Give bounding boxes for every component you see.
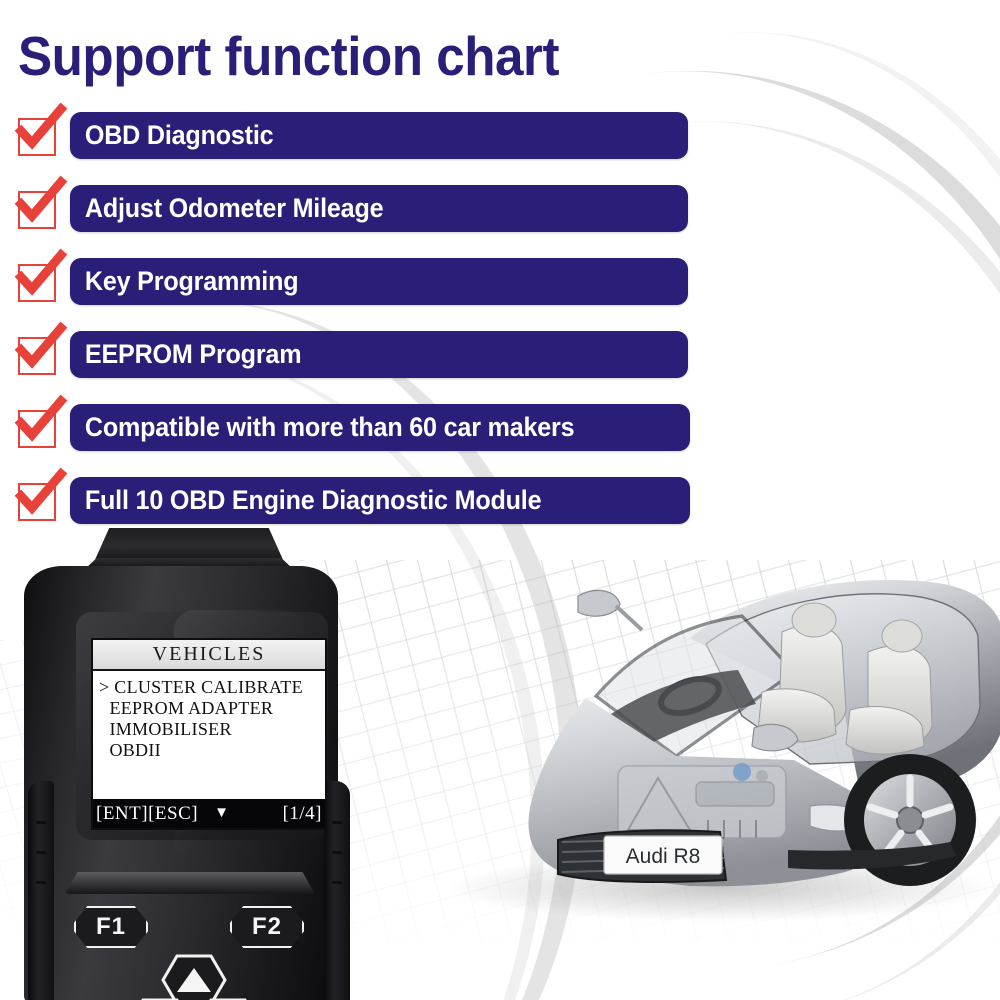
lcd-menu-list: > CLUSTER CALIBRATE >EEPROM ADAPTER >IMM…: [93, 671, 325, 761]
dpad: [129, 954, 259, 1000]
lcd-softkey-labels[interactable]: [ENT][ESC]: [96, 802, 199, 824]
lcd-menu-item[interactable]: >EEPROM ADAPTER: [99, 698, 325, 719]
checkbox-checked-icon[interactable]: [14, 248, 68, 302]
device-grip-left: [28, 781, 54, 1000]
lcd-menu-item[interactable]: >IMMOBILISER: [99, 719, 325, 740]
f2-button[interactable]: F2: [230, 906, 304, 948]
lcd-menu-item-label: OBDII: [109, 740, 161, 760]
feature-label: OBD Diagnostic: [84, 120, 274, 150]
device-lcd-screen: VEHICLES > CLUSTER CALIBRATE >EEPROM ADA…: [91, 638, 327, 830]
feature-row: Key Programming: [0, 248, 720, 331]
lcd-menu-item-label: IMMOBILISER: [109, 719, 232, 739]
feature-row: Full 10 OBD Engine Diagnostic Module: [0, 467, 720, 550]
lcd-menu-item-label: CLUSTER CALIBRATE: [114, 677, 303, 697]
checkbox-checked-icon[interactable]: [14, 467, 68, 521]
keypad-ridge: [65, 872, 315, 894]
feature-list: OBD Diagnostic Adjust Odometer Mileage K…: [0, 102, 720, 550]
feature-pill[interactable]: Full 10 OBD Engine Diagnostic Module: [70, 477, 690, 524]
feature-row: Compatible with more than 60 car makers: [0, 394, 720, 477]
device-keypad: F1 F2: [32, 872, 346, 1000]
feature-label: Adjust Odometer Mileage: [84, 193, 384, 223]
device-top-cap: [94, 528, 284, 562]
page-title: Support function chart: [18, 25, 560, 87]
license-plate: [603, 835, 723, 875]
feature-pill[interactable]: OBD Diagnostic: [70, 112, 688, 159]
audi-r8-cutaway-illustration: Audi R8: [445, 580, 1000, 922]
feature-row: Adjust Odometer Mileage: [0, 175, 720, 258]
device-body: VEHICLES > CLUSTER CALIBRATE >EEPROM ADA…: [24, 566, 350, 1000]
feature-label: EEPROM Program: [84, 339, 302, 369]
checkbox-checked-icon[interactable]: [14, 175, 68, 229]
obd-scanner-device: VEHICLES > CLUSTER CALIBRATE >EEPROM ADA…: [16, 528, 350, 1000]
scroll-down-arrow-icon: ▼: [214, 805, 230, 821]
lcd-header-title: VEHICLES: [93, 640, 325, 671]
up-arrow-button[interactable]: [161, 954, 227, 1000]
feature-row: EEPROM Program: [0, 321, 720, 404]
feature-label: Key Programming: [84, 266, 299, 296]
checkbox-checked-icon[interactable]: [14, 321, 68, 375]
lcd-menu-item[interactable]: >OBDII: [99, 740, 325, 761]
feature-pill[interactable]: Compatible with more than 60 car makers: [70, 404, 690, 451]
checkbox-checked-icon[interactable]: [14, 102, 68, 156]
feature-pill[interactable]: EEPROM Program: [70, 331, 688, 378]
feature-pill[interactable]: Adjust Odometer Mileage: [70, 185, 688, 232]
f1-button[interactable]: F1: [74, 906, 148, 948]
feature-pill[interactable]: Key Programming: [70, 258, 688, 305]
feature-row: OBD Diagnostic: [0, 102, 720, 185]
lcd-menu-item-label: EEPROM ADAPTER: [109, 698, 274, 718]
lcd-cursor: >: [99, 677, 110, 697]
checkbox-checked-icon[interactable]: [14, 394, 68, 448]
license-plate-text: Audi R8: [626, 845, 701, 868]
device-grip-right: [324, 781, 350, 1000]
feature-label: Compatible with more than 60 car makers: [84, 412, 575, 442]
lcd-menu-item-selected[interactable]: > CLUSTER CALIBRATE: [99, 677, 325, 698]
lcd-status-bar: [ENT][ESC] ▼ [1/4]: [93, 799, 325, 828]
lcd-page-indicator: [1/4]: [282, 802, 322, 824]
feature-label: Full 10 OBD Engine Diagnostic Module: [84, 485, 542, 515]
